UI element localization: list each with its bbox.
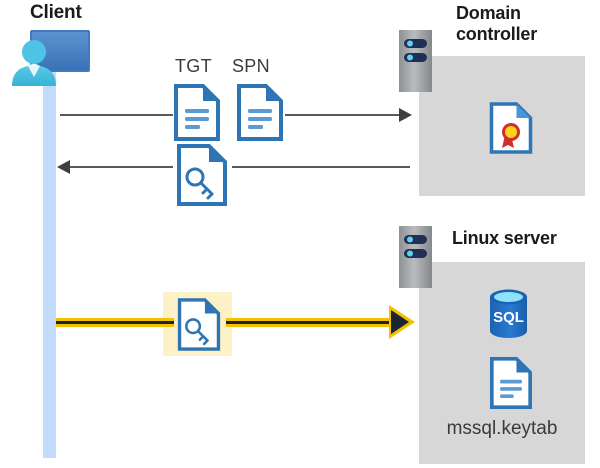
client-lifeline (43, 62, 56, 458)
service-ticket-key-document-icon (176, 144, 228, 206)
auth-arrowhead (391, 310, 409, 334)
keytab-key-document-icon (177, 298, 221, 351)
client-computer-icon (10, 28, 92, 88)
keytab-filename-label: mssql.keytab (446, 418, 558, 439)
sql-database-icon: SQL (487, 288, 530, 340)
request-wire-right (285, 114, 409, 116)
linux-server-rack-icon (399, 226, 432, 288)
response-wire-right (232, 166, 410, 168)
keytab-document-icon (489, 357, 533, 409)
spn-label: SPN (232, 56, 270, 76)
tgt-document-icon (173, 84, 221, 141)
response-arrowhead (57, 160, 70, 174)
request-wire-left (60, 114, 173, 116)
linux-server-title: Linux server (452, 228, 557, 248)
domain-controller-rack-icon (399, 30, 432, 92)
svg-text:SQL: SQL (493, 309, 524, 326)
certificate-document-icon (489, 102, 533, 154)
auth-wire-right (226, 318, 398, 327)
tgt-label: TGT (175, 56, 212, 76)
domain-controller-title: Domain controller (456, 3, 538, 45)
auth-wire-left (56, 318, 174, 327)
response-wire-left (60, 166, 173, 168)
client-title: Client (30, 2, 82, 23)
request-arrowhead (399, 108, 412, 122)
spn-document-icon (236, 84, 284, 141)
